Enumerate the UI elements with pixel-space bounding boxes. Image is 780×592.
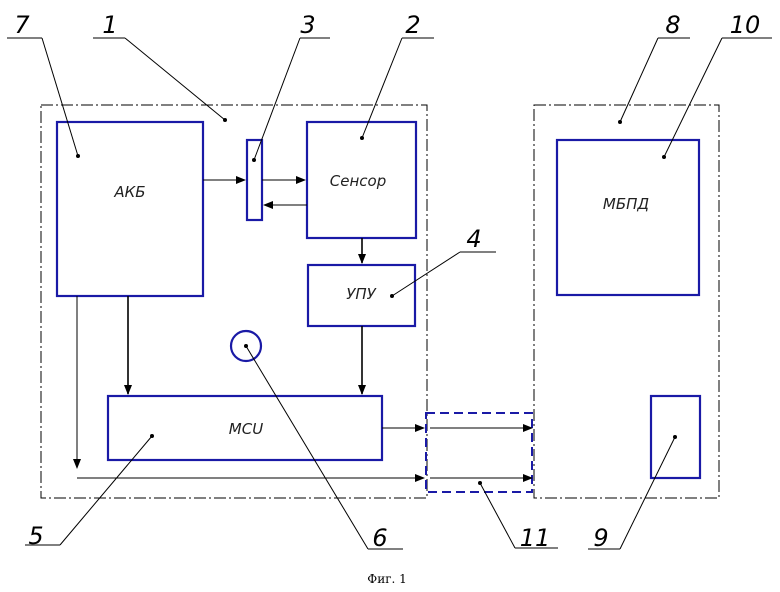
leader-8	[618, 38, 690, 124]
ref-number-3: 3	[300, 11, 315, 39]
leader-3	[252, 38, 330, 162]
leader-7	[7, 38, 80, 158]
leader-1	[93, 38, 227, 122]
leader-2	[360, 38, 434, 140]
sensor-label: Сенсор	[330, 172, 386, 190]
figure-caption: Фиг. 1	[367, 572, 407, 586]
ref-number-8: 8	[665, 11, 680, 39]
leader-6	[244, 344, 403, 549]
ref-number-7: 7	[14, 11, 30, 39]
ref-number-2: 2	[405, 11, 420, 39]
upu-label: УПУ	[346, 285, 376, 303]
device-enclosure-8	[534, 105, 719, 498]
ref-number-10: 10	[730, 11, 761, 39]
mbpd-block	[557, 140, 699, 295]
ref-number-5: 5	[28, 522, 43, 550]
leader-5	[25, 434, 154, 545]
element-3-block	[247, 140, 262, 220]
ref-number-11: 11	[520, 524, 551, 552]
link-11-box	[426, 413, 532, 492]
ref-number-6: 6	[372, 524, 387, 552]
ref-number-1: 1	[102, 11, 117, 39]
ref-number-9: 9	[593, 524, 608, 552]
leader-4	[390, 252, 496, 298]
akb-label: АКБ	[113, 183, 145, 201]
ref-number-4: 4	[466, 225, 481, 253]
mbpd-label: МБПД	[603, 195, 650, 213]
akb-block	[57, 122, 203, 296]
mcu-label: MCU	[229, 420, 263, 438]
